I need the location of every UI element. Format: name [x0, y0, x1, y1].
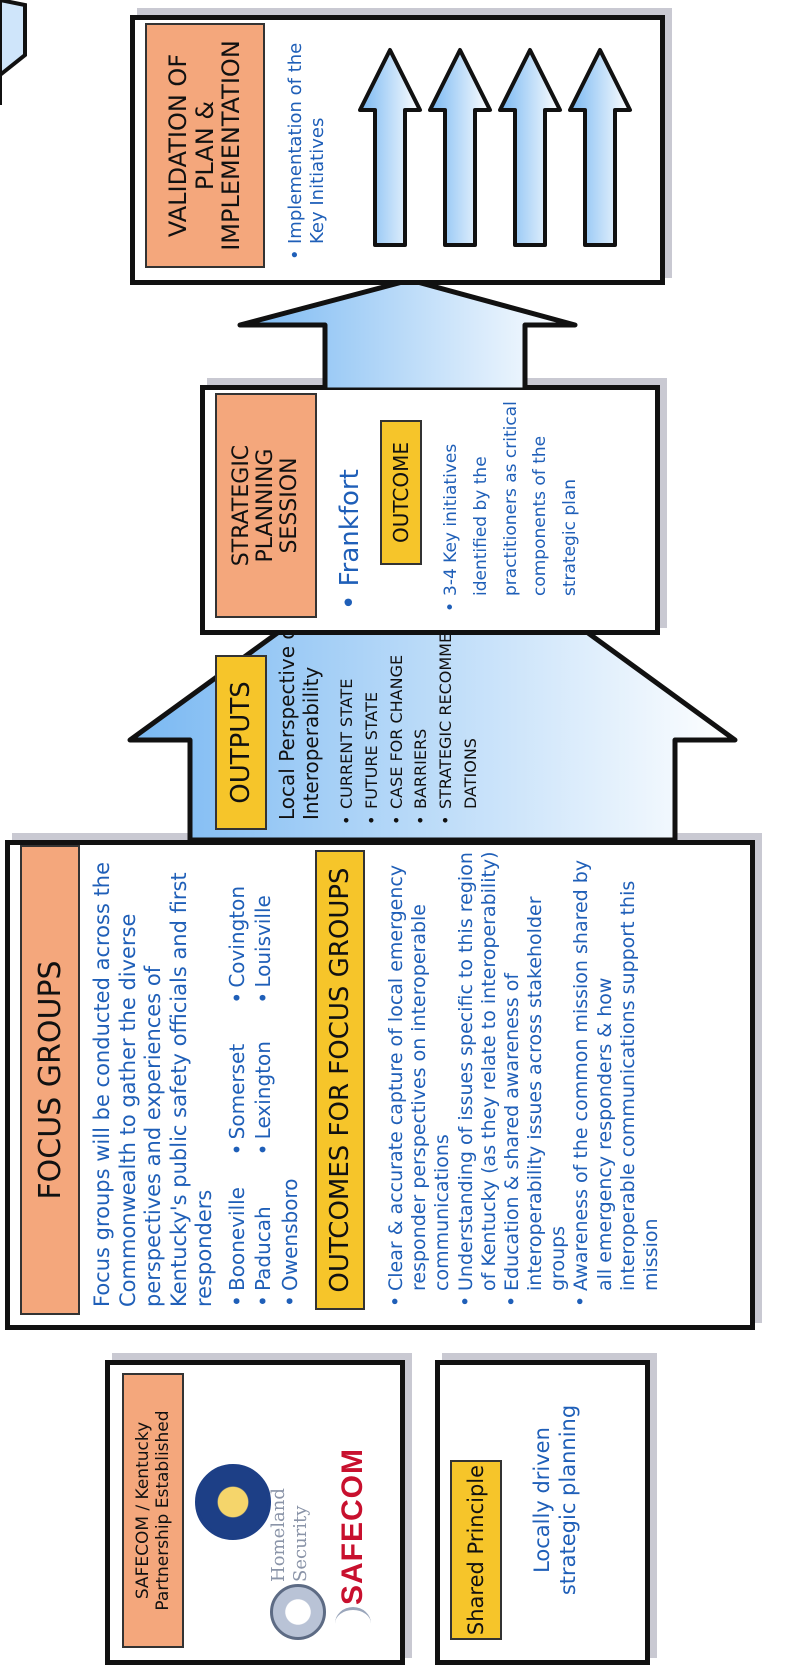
outcome-item: Understanding of issues specific to this…	[455, 847, 501, 1307]
focus-groups-description: Focus groups will be conducted across th…	[90, 861, 217, 1307]
partnership-title: SAFECOM / Kentucky Partnership Establish…	[122, 1373, 184, 1648]
kentucky-seal-icon	[195, 1464, 271, 1540]
location-item: Covington	[225, 852, 249, 1004]
focus-groups-box: FOCUS GROUPS Focus groups will be conduc…	[5, 840, 755, 1330]
strategic-location: • Frankfort	[335, 469, 365, 610]
strategic-session-box: STRATEGIC PLANNING SESSION • Frankfort O…	[200, 385, 660, 635]
focus-groups-title: FOCUS GROUPS	[20, 845, 80, 1315]
validation-item: Implementation of the Key Initiatives	[285, 9, 329, 260]
location-item: Booneville	[225, 1155, 249, 1307]
implementation-arrow	[358, 48, 422, 247]
safecom-wave-icon	[335, 1607, 371, 1640]
location-item: Louisville	[251, 852, 275, 1004]
outcomes-list: Clear & accurate capture of local emerge…	[385, 847, 663, 1307]
outcome-label: OUTCOME	[380, 420, 422, 565]
strategic-outcome: 3-4 Key initiatives identified by the pr…	[437, 391, 586, 612]
location-item: Paducah	[251, 1155, 275, 1307]
outcomes-title: OUTCOMES FOR FOCUS GROUPS	[315, 850, 365, 1310]
offscreen-arrow-fragment	[0, 0, 27, 105]
location-item: Lexington	[251, 1004, 275, 1156]
strategic-location-text: Frankfort	[335, 469, 365, 587]
location-item: Somerset	[225, 1004, 249, 1156]
shared-principle-text: Locally driven strategic planning	[530, 1404, 580, 1596]
partnership-box: SAFECOM / Kentucky Partnership Establish…	[105, 1360, 405, 1665]
shared-principle-title: Shared Principle	[450, 1460, 502, 1640]
outcome-item: Education & shared awareness of interope…	[501, 847, 571, 1307]
outputs-title: OUTPUTS	[215, 655, 267, 830]
validation-box: VALIDATION OF PLAN & IMPLEMENTATION Impl…	[130, 15, 665, 285]
shared-principle-box: Shared Principle Locally driven strategi…	[435, 1360, 650, 1665]
implementation-arrows-icon	[358, 48, 632, 247]
implementation-arrow	[428, 48, 492, 247]
strategic-session-title: STRATEGIC PLANNING SESSION	[215, 393, 317, 618]
implementation-arrow	[498, 48, 562, 247]
dhs-seal-icon	[270, 1584, 326, 1640]
safecom-logo: SAFECOM	[336, 1448, 369, 1605]
location-item: Owensboro	[278, 1155, 302, 1307]
implementation-arrow	[568, 48, 632, 247]
outcome-item: Awareness of the common mission shared b…	[570, 847, 663, 1307]
validation-title: VALIDATION OF PLAN & IMPLEMENTATION	[145, 23, 265, 268]
validation-arrow	[237, 280, 578, 390]
focus-group-locations: Booneville Paducah Owensboro Somerset Le…	[225, 852, 302, 1307]
outcome-item: Clear & accurate capture of local emerge…	[385, 847, 455, 1307]
dhs-logo-text: Homeland Security	[268, 1488, 311, 1582]
